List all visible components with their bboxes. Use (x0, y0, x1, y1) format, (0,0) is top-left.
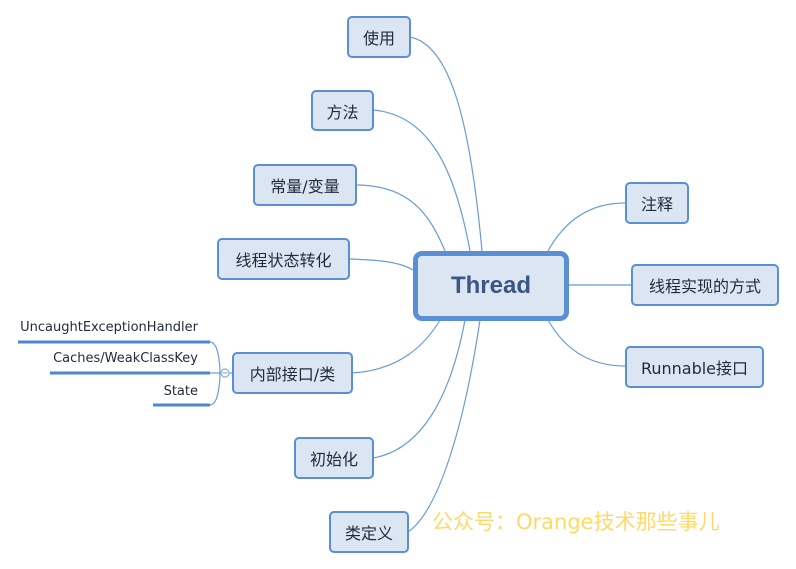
node-constants[interactable]: 常量/变量 (253, 164, 357, 206)
node-init[interactable]: 初始化 (294, 437, 374, 479)
node-use[interactable]: 使用 (347, 16, 411, 58)
connector-state-transition (348, 258, 414, 271)
connector-comment (547, 202, 626, 252)
node-class-def[interactable]: 类定义 (329, 511, 409, 553)
node-method[interactable]: 方法 (311, 90, 374, 131)
root-node[interactable]: Thread (413, 251, 569, 321)
connector-method (372, 109, 471, 252)
node-implementation[interactable]: 线程实现的方式 (631, 264, 779, 306)
connector-constants (355, 184, 446, 252)
watermark: 公众号：Orange技术那些事儿 (432, 510, 720, 534)
connector-classdef (407, 319, 481, 533)
connector-runnable (547, 319, 626, 367)
sub-uncaught-handler[interactable]: UncaughtExceptionHandler (20, 320, 198, 335)
node-state-transition[interactable]: 线程状态转化 (217, 238, 350, 280)
sub-state[interactable]: State (163, 384, 198, 399)
connector-inner (351, 319, 441, 374)
connector-use (409, 36, 483, 252)
connector-init (372, 319, 466, 459)
sub-caches[interactable]: Caches/WeakClassKey (53, 351, 198, 366)
node-comment[interactable]: 注释 (625, 182, 689, 224)
node-runnable[interactable]: Runnable接口 (625, 346, 764, 388)
node-inner-classes[interactable]: 内部接口/类 (232, 352, 353, 394)
